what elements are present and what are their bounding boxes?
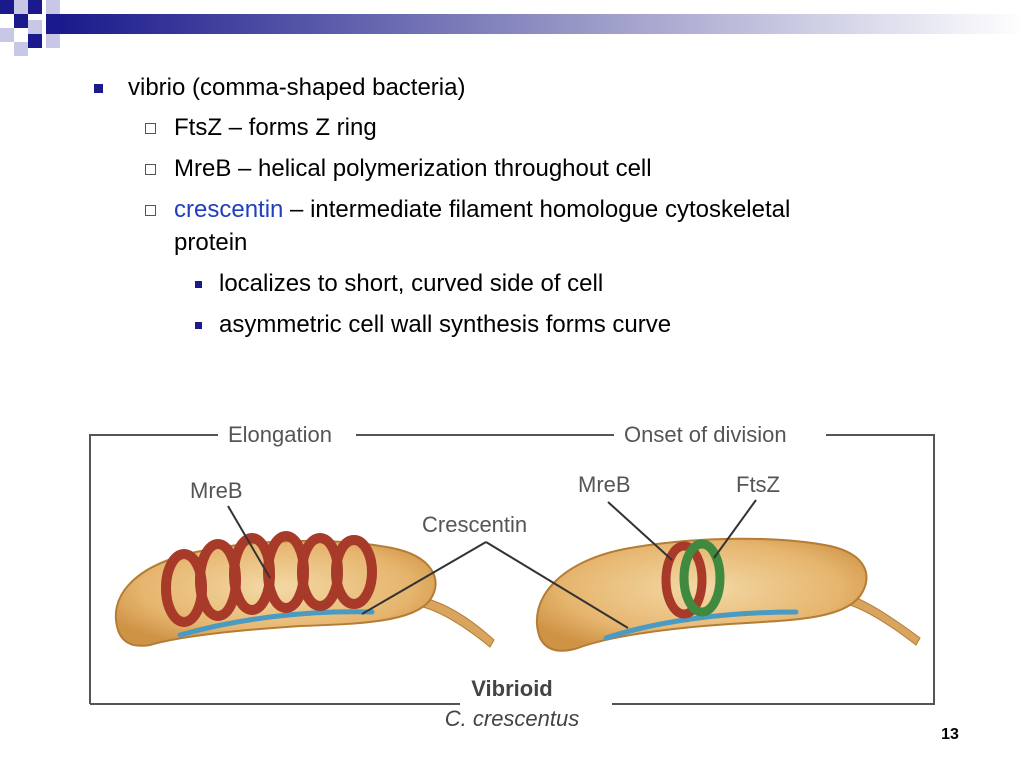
bullet-ftsz: FtsZ – forms Z ring <box>174 114 377 141</box>
diagram-canvas: Elongation Onset of division <box>89 422 935 731</box>
bullet-crescentin-continued: protein <box>174 229 248 256</box>
bullet-marker <box>94 84 103 93</box>
vibrioid-diagram: Elongation Onset of division <box>0 400 1024 740</box>
leader-lines <box>227 499 757 629</box>
left-cell <box>114 531 495 648</box>
mreb-ring <box>661 541 707 619</box>
bullet-localizes: localizes to short, curved side of cell <box>219 270 604 297</box>
bullet-asymmetric: asymmetric cell wall synthesis forms cur… <box>219 311 672 338</box>
bullet-mreb: MreB – helical polymerization throughout… <box>174 155 652 182</box>
diagram-frame <box>89 434 935 705</box>
corner-decoration <box>0 0 1024 56</box>
mreb-left-label: MreB <box>190 478 243 503</box>
bullet-list: vibrio (comma-shaped bacteria) FtsZ – fo… <box>94 74 790 338</box>
crescentin-filament-left <box>177 609 375 638</box>
right-cell <box>535 537 921 652</box>
onset-of-division-label: Onset of division <box>624 422 787 447</box>
caption-species: C. crescentus <box>445 706 580 731</box>
sub-bullet-marker <box>145 123 156 134</box>
sub-bullet-marker <box>145 205 156 216</box>
crescentin-filament-right <box>603 609 799 641</box>
crescentin-term: crescentin <box>174 196 284 223</box>
mreb-helix <box>161 531 377 627</box>
crescentin-label: Crescentin <box>422 512 527 537</box>
crescentin-description: – intermediate filament homologue cytosk… <box>283 196 791 223</box>
page-number: 13 <box>941 726 959 743</box>
mreb-right-label: MreB <box>578 472 631 497</box>
caption-vibrioid: Vibrioid <box>471 676 553 701</box>
ftsz-label: FtsZ <box>736 472 780 497</box>
elongation-label: Elongation <box>228 422 332 447</box>
sub-sub-bullet-marker <box>195 281 202 288</box>
bullet-crescentin: crescentin – intermediate filament homol… <box>174 194 790 226</box>
sub-sub-bullet-marker <box>195 322 202 329</box>
ftsz-ring <box>679 539 725 617</box>
bullet-vibrio: vibrio (comma-shaped bacteria) <box>128 74 466 101</box>
sub-bullet-marker <box>145 164 156 175</box>
